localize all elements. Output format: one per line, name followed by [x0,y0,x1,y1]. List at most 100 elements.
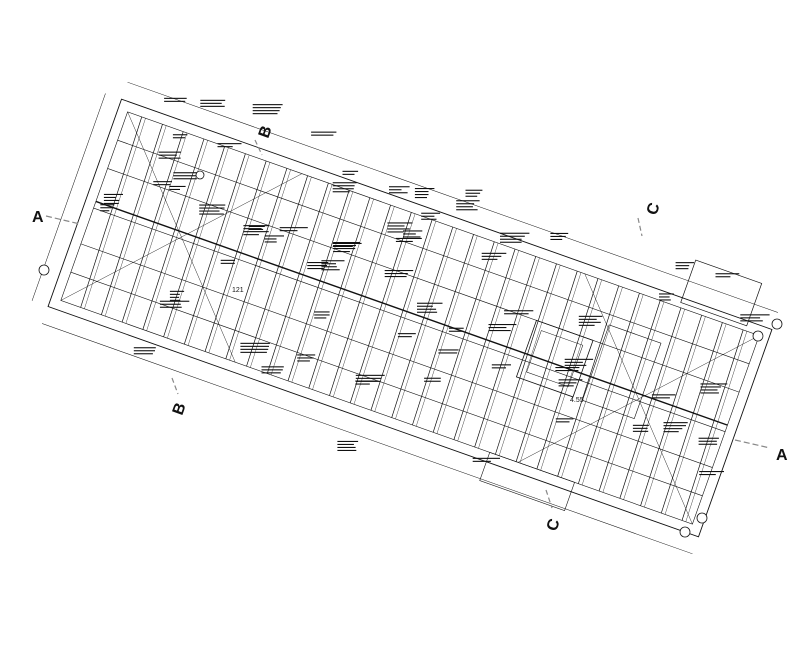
joist-line [557,285,620,477]
note-block [675,262,695,270]
note-block [491,364,511,369]
note-block [264,235,284,243]
note-text-stroke [500,238,522,240]
joist-line [229,169,291,361]
note-text-stroke [421,215,435,217]
note-text-stroke [675,262,695,264]
joist-line [208,162,271,353]
note-block [240,342,270,353]
note-text-stroke [424,377,441,379]
joist-line [644,316,706,508]
note-block [220,259,235,264]
note-text-stroke [472,457,500,459]
note-text-stroke [307,265,327,267]
note-text-stroke [264,238,277,240]
note-block [311,131,337,136]
note-text-stroke [355,380,376,382]
note-block [321,260,345,271]
note-text-stroke [472,460,491,462]
note-text-stroke [199,207,225,209]
joist-line [125,132,188,324]
note-text-stroke [700,389,718,391]
note-text-stroke [103,196,116,198]
joist-line [536,278,599,470]
note-block [252,104,283,115]
note-text-stroke [632,424,649,426]
section-label-a-right: A [776,447,788,464]
joist-line [515,271,578,462]
note-text-stroke [651,394,676,396]
note-text-stroke [699,474,716,476]
joist-line [312,198,374,390]
note-text-stroke [740,320,763,322]
note-text-stroke [421,212,441,214]
note-text-stroke [740,317,761,319]
note-text-stroke [632,430,649,432]
note-text-stroke [153,184,171,186]
note-text-stroke [424,380,441,382]
note-block [355,380,376,385]
joist-line [80,116,143,308]
note-text-stroke [307,268,324,270]
joist-line [204,160,267,352]
note-text-stroke [456,203,475,205]
note-text-stroke [100,204,115,206]
note-text-stroke [403,236,421,238]
note-text-stroke [481,252,507,254]
note-text-stroke [558,382,577,384]
note-text-stroke [491,364,511,366]
note-block [488,324,517,332]
note-block [465,189,483,197]
note-text-stroke [158,154,177,156]
note-block [332,242,362,247]
note-block [578,315,603,326]
note-text-stroke [417,305,433,307]
joist-line [478,257,540,449]
note-text-stroke [200,105,225,107]
note-text-stroke [456,206,473,208]
note-block [389,186,410,194]
joist-line [84,118,146,309]
note-text-stroke [133,347,156,349]
note-text-stroke [715,276,731,278]
note-text-stroke [491,367,506,369]
note-text-stroke [169,293,180,295]
note-text-stroke [243,228,262,230]
joist-line [432,241,495,433]
joist-line [391,226,454,418]
note-text-stroke [578,321,601,323]
note-block [172,134,188,139]
note-text-stroke [200,99,226,101]
note-text-stroke [199,213,224,215]
note-block [279,227,308,232]
note-text-stroke [314,314,330,316]
note-text-stroke [555,367,580,369]
note-block [424,377,441,382]
note-text-stroke [133,350,155,352]
note-text-stroke [261,372,281,374]
note-text-stroke [243,234,259,236]
note-text-stroke [456,209,478,211]
note-block [158,151,182,159]
note-text-stroke [395,240,413,242]
joist-line [104,125,167,317]
annotation-notes [100,97,770,476]
note-text-stroke [164,97,187,99]
note-text-stroke [169,185,186,187]
note-text-stroke [465,195,478,197]
note-block [663,422,688,433]
note-text-stroke [417,302,443,304]
note-block [159,300,190,308]
note-text-stroke [169,290,185,292]
joist-line [602,301,665,493]
joist-line [353,213,416,405]
note-text-stroke [264,241,277,243]
note-block [421,212,441,220]
note-text-stroke [659,296,670,298]
note-text-stroke [389,189,402,191]
note-block [395,237,422,242]
joist-line [495,263,557,455]
note-block [384,270,414,278]
note-text-stroke [397,336,412,338]
